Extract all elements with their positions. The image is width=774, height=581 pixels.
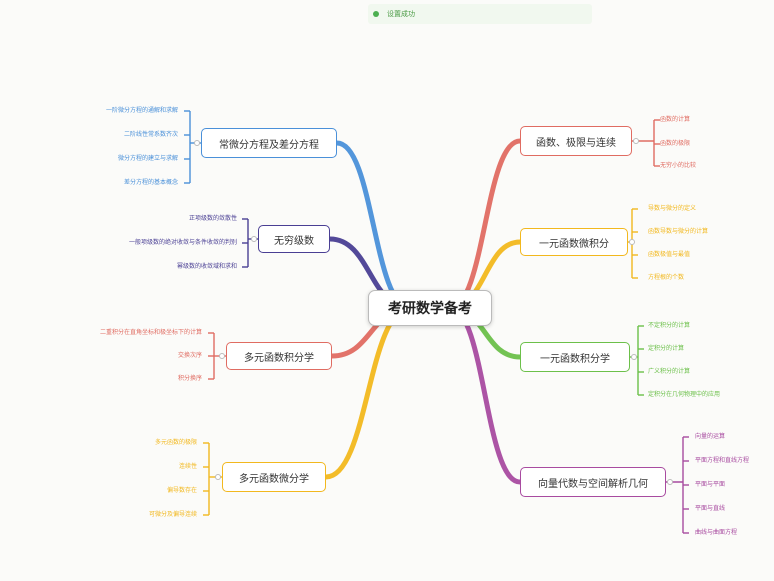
leaf-b5-2[interactable]: 微分方程的建立与求解 — [117, 155, 178, 162]
collapse-toggle-icon-b4[interactable] — [667, 479, 673, 485]
root-node[interactable]: 考研数学备考 — [368, 290, 492, 326]
collapse-toggle-icon-b6[interactable] — [251, 236, 257, 242]
branch-node-b6[interactable]: 无穷级数 — [258, 225, 330, 253]
leaf-b4-4[interactable]: 曲线与曲面方程 — [695, 529, 738, 536]
leaf-b7-2[interactable]: 积分换序 — [177, 375, 202, 382]
leaf-b8-1[interactable]: 连续性 — [178, 463, 197, 470]
leaf-b7-1[interactable]: 交换次序 — [177, 352, 202, 359]
leaf-b2-3[interactable]: 方程根的个数 — [648, 274, 685, 281]
success-dot-icon — [373, 11, 379, 17]
branch-node-b7[interactable]: 多元函数积分学 — [226, 342, 332, 370]
leaf-b4-2[interactable]: 平面与平面 — [695, 481, 726, 488]
branch-node-b5[interactable]: 常微分方程及差分方程 — [201, 128, 337, 158]
leaf-b5-3[interactable]: 差分方程的基本概念 — [123, 179, 178, 186]
leaf-b2-2[interactable]: 函数极值与最值 — [648, 251, 691, 258]
leaf-b2-1[interactable]: 函数导数与微分的计算 — [648, 228, 709, 235]
leaf-b8-2[interactable]: 偏导数存在 — [166, 487, 197, 494]
collapse-toggle-icon-b7[interactable] — [219, 353, 225, 359]
leaf-b4-3[interactable]: 平面与直线 — [695, 505, 726, 512]
collapse-toggle-icon-b3[interactable] — [631, 354, 637, 360]
leaf-b8-0[interactable]: 多元函数的极限 — [154, 439, 197, 446]
leaf-b3-2[interactable]: 广义积分的计算 — [648, 368, 691, 375]
success-toast: 设置成功 — [368, 4, 592, 24]
leaf-b8-3[interactable]: 可微分及偏导连续 — [148, 511, 197, 518]
collapse-toggle-icon-b5[interactable] — [194, 140, 200, 146]
leaf-b4-0[interactable]: 向量的运算 — [695, 433, 726, 440]
leaf-connector-b3 — [630, 325, 644, 396]
leaf-b7-0[interactable]: 二重积分在直角坐标和极坐标下的计算 — [99, 329, 202, 336]
leaf-connector-b4 — [666, 436, 689, 534]
branch-node-b2[interactable]: 一元函数微积分 — [520, 228, 628, 256]
leaf-b6-0[interactable]: 正项级数的敛散性 — [188, 215, 237, 222]
branch-node-b3[interactable]: 一元函数积分学 — [520, 342, 630, 372]
leaf-b3-1[interactable]: 定积分的计算 — [648, 345, 685, 352]
leaf-b1-1[interactable]: 函数的极限 — [660, 140, 691, 147]
leaf-b4-1[interactable]: 平面方程和直线方程 — [695, 457, 750, 464]
collapse-toggle-icon-b2[interactable] — [629, 239, 635, 245]
collapse-toggle-icon-b8[interactable] — [215, 474, 221, 480]
leaf-b3-3[interactable]: 定积分在几何物理中的应用 — [648, 391, 721, 398]
collapse-toggle-icon-b1[interactable] — [633, 138, 639, 144]
leaf-b2-0[interactable]: 导数与微分的定义 — [648, 205, 697, 212]
leaf-b6-1[interactable]: 一般项级数的绝对收敛与条件收敛的判别 — [128, 239, 237, 246]
branch-node-b4[interactable]: 向量代数与空间解析几何 — [520, 467, 666, 497]
leaf-connector-b6 — [242, 218, 258, 268]
toast-text: 设置成功 — [387, 10, 415, 18]
leaf-connector-b5 — [184, 110, 201, 184]
leaf-b6-2[interactable]: 幂级数的收敛域和求和 — [176, 263, 237, 270]
branch-node-b1[interactable]: 函数、极限与连续 — [520, 126, 632, 156]
leaf-b1-0[interactable]: 函数的计算 — [660, 116, 691, 123]
branch-node-b8[interactable]: 多元函数微分学 — [222, 462, 326, 492]
edge-b1 — [447, 138, 523, 311]
leaf-b5-0[interactable]: 一阶微分方程的通解和求解 — [105, 107, 178, 114]
leaf-b3-0[interactable]: 不定积分的计算 — [648, 322, 691, 329]
leaf-b1-2[interactable]: 无穷小的比较 — [660, 162, 697, 169]
leaf-b5-1[interactable]: 二阶线性常系数齐次 — [123, 131, 178, 138]
